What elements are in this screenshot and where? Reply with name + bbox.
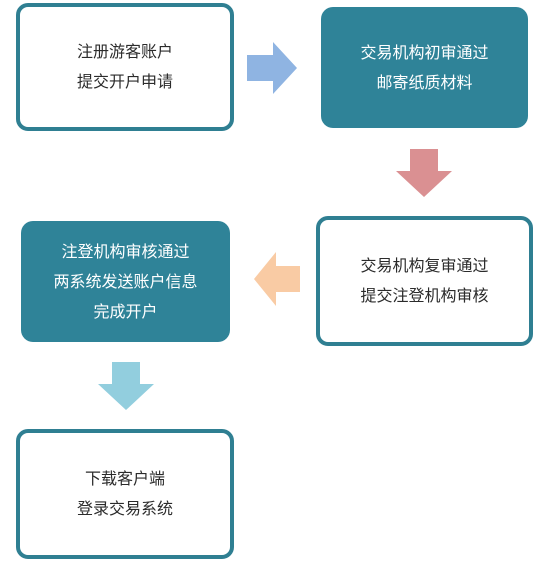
step-2-line-1: 交易机构初审通过 bbox=[360, 42, 489, 62]
step-3-line-1: 交易机构复审通过 bbox=[360, 256, 489, 275]
arrow-left-icon bbox=[254, 252, 300, 306]
step-4-registration-approved-box: 注登机构审核通过 两系统发送账户信息 完成开户 bbox=[21, 221, 230, 342]
arrow-down-icon bbox=[396, 149, 452, 197]
arrow-right-icon bbox=[247, 42, 297, 94]
step-4-line-1: 注登机构审核通过 bbox=[61, 241, 190, 261]
step-2-line-2: 邮寄纸质材料 bbox=[376, 72, 473, 92]
step-3-line-2: 提交注登机构审核 bbox=[360, 286, 489, 305]
arrow-right-shape bbox=[247, 42, 297, 94]
step-5-download-client-box: 下载客户端 登录交易系统 bbox=[16, 429, 234, 559]
step-3-second-review-box: 交易机构复审通过 提交注登机构审核 bbox=[316, 216, 533, 346]
step-5-line-2: 登录交易系统 bbox=[76, 499, 173, 518]
step-1-register-box: 注册游客账户 提交开户申请 bbox=[16, 3, 234, 131]
step-4-line-2: 两系统发送账户信息 bbox=[53, 271, 198, 291]
arrow-down-icon bbox=[98, 362, 154, 410]
arrow-down-shape bbox=[396, 149, 452, 197]
step-2-initial-review-box: 交易机构初审通过 邮寄纸质材料 bbox=[321, 7, 528, 128]
arrow-down-shape-2 bbox=[98, 362, 154, 410]
arrow-left-shape bbox=[254, 252, 300, 306]
step-5-line-1: 下载客户端 bbox=[84, 469, 165, 488]
step-1-line-2: 提交开户申请 bbox=[76, 72, 173, 91]
step-1-line-1: 注册游客账户 bbox=[76, 42, 173, 61]
step-4-line-3: 完成开户 bbox=[93, 301, 158, 321]
